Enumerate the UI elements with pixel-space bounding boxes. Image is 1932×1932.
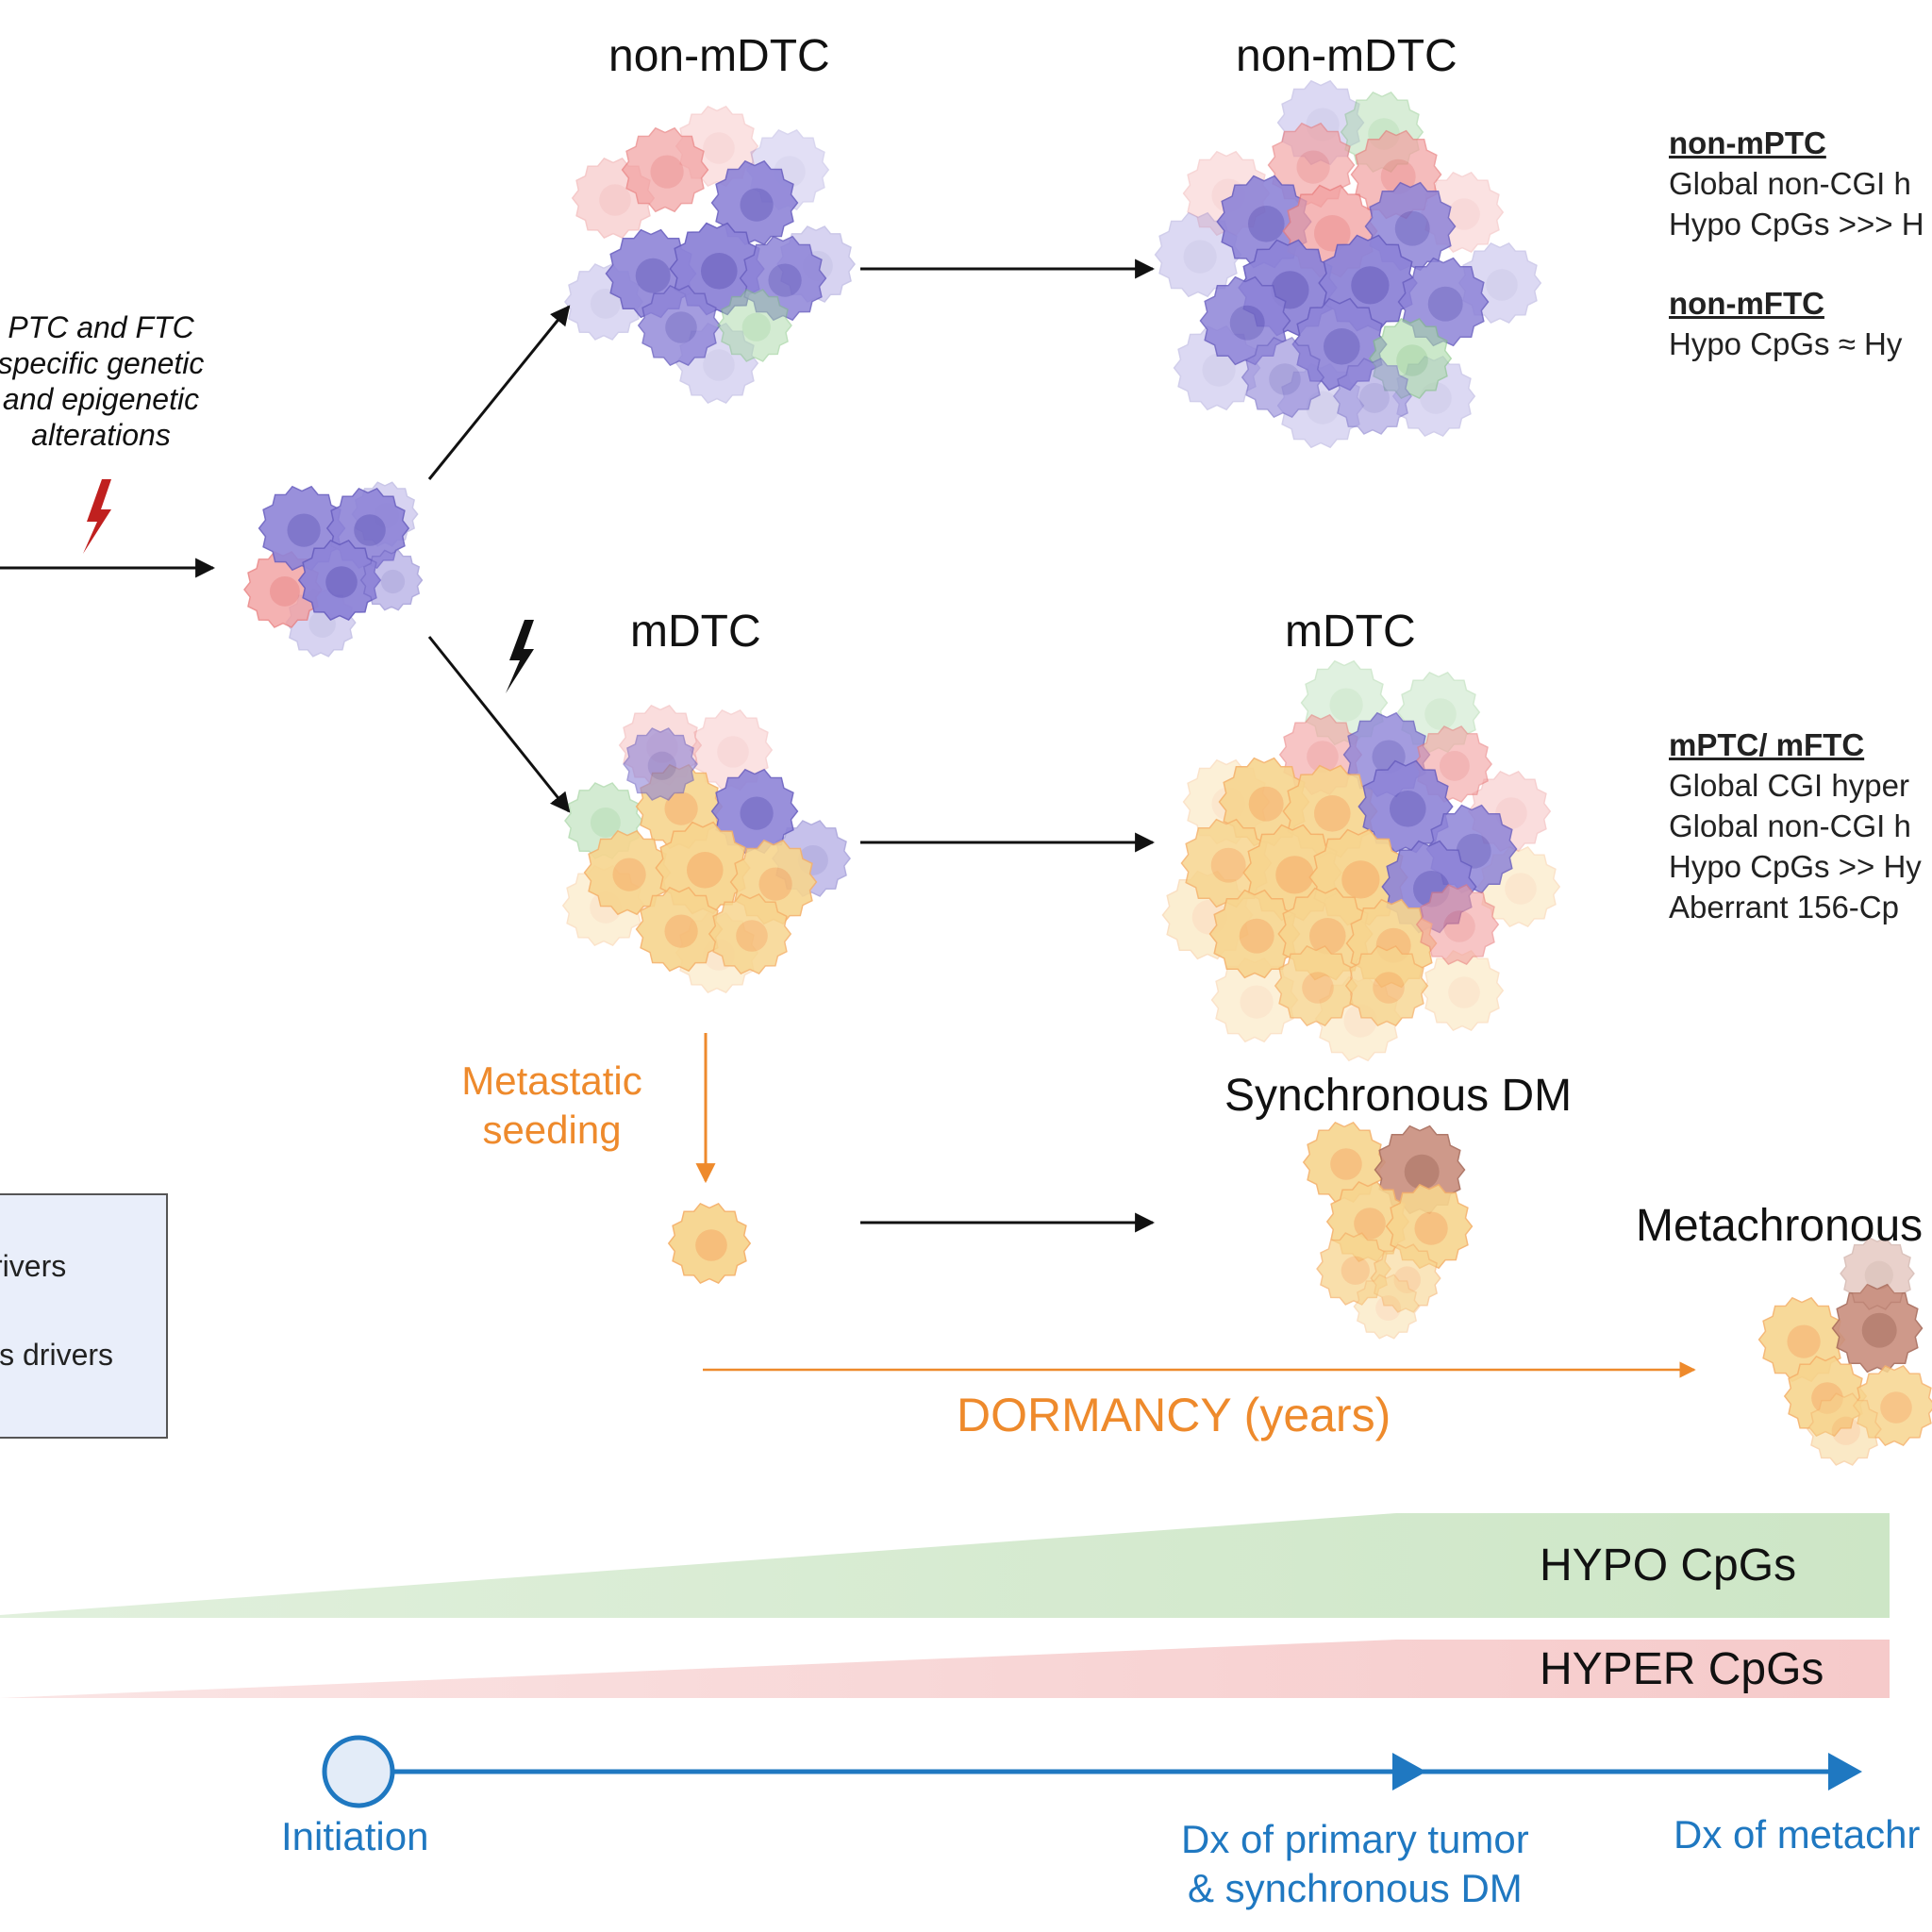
- cell: [359, 549, 424, 611]
- cell: [583, 829, 672, 916]
- label-synchronous-dm: Synchronous DM: [1224, 1071, 1573, 1121]
- cell: [710, 768, 799, 855]
- dx-primary-line-2: & synchronous DM: [1187, 1866, 1523, 1910]
- cell: [1180, 818, 1273, 908]
- metachronous-dm-cluster: [1757, 1237, 1932, 1466]
- label-non-mdtc-late: non-mDTC: [1236, 31, 1457, 81]
- alterations-line-3: and epigenetic: [2, 382, 200, 416]
- cell: [1208, 889, 1301, 979]
- cell: [623, 727, 698, 801]
- non-mdtc-late-cluster: [1154, 79, 1542, 449]
- summary-mptc-mftc-line-3: Hypo CpGs >> Hy: [1669, 849, 1922, 884]
- label-non-mdtc-early: non-mDTC: [608, 31, 830, 81]
- cell: [717, 289, 792, 362]
- lightning-bolt-red-icon: [83, 479, 111, 554]
- cell: [710, 159, 799, 246]
- dx-primary-label: Dx of primary tumor & synchronous DM: [1181, 1815, 1529, 1913]
- alterations-line-2: specific genetic: [0, 346, 205, 380]
- seeding-line-2: seeding: [482, 1108, 622, 1152]
- cell: [689, 708, 774, 791]
- cell: [297, 539, 382, 622]
- summary-non-mftc-line-1: Hypo CpGs ≈ Hy: [1669, 326, 1903, 361]
- summary-non-mptc: non-mPTC Global non-CGI h Hypo CpGs >>> …: [1669, 123, 1924, 244]
- label-mdtc-late: mDTC: [1285, 607, 1416, 657]
- summary-non-mftc-heading: non-mFTC: [1669, 286, 1824, 321]
- cell: [635, 886, 724, 973]
- summary-mptc-mftc-line-4: Aberrant 156-Cp: [1669, 890, 1899, 924]
- metastatic-seeding-label: Metastatic seeding: [453, 1057, 651, 1155]
- cell: [1333, 358, 1412, 435]
- cell: [1274, 944, 1358, 1027]
- cell: [1353, 1274, 1421, 1340]
- cell: [1210, 957, 1299, 1043]
- mdtc-early-cluster: [561, 704, 851, 994]
- dormancy-label: DORMANCY (years): [957, 1389, 1391, 1441]
- dx-metachronous-label: Dx of metachr: [1674, 1812, 1921, 1857]
- summary-mptc-mftc-line-1: Global CGI hyper: [1669, 768, 1909, 803]
- summary-non-mptc-line-1: Global non-CGI h: [1669, 166, 1911, 201]
- summary-mptc-mftc: mPTC/ mFTC Global CGI hyper Global non-C…: [1669, 724, 1922, 927]
- cell: [708, 892, 792, 975]
- synchronous-dm-cluster: [1302, 1121, 1474, 1340]
- legend-item-2: is drivers: [0, 1338, 114, 1372]
- summary-non-mptc-heading: non-mPTC: [1669, 125, 1826, 160]
- dx-metachronous-arrowhead: [1828, 1753, 1862, 1790]
- seeding-line-1: Metastatic: [461, 1058, 642, 1103]
- summary-non-mftc: non-mFTC Hypo CpGs ≈ Hy: [1669, 283, 1902, 364]
- cell: [621, 126, 709, 213]
- summary-non-mptc-line-2: Hypo CpGs >>> H: [1669, 207, 1924, 242]
- cell: [1370, 1243, 1441, 1313]
- initiation-label: Initiation: [281, 1814, 429, 1858]
- cell: [667, 1202, 752, 1285]
- cell: [1831, 1283, 1924, 1374]
- cell: [655, 821, 751, 915]
- dx-primary-arrowhead: [1392, 1753, 1426, 1790]
- cell: [1415, 883, 1500, 966]
- label-mdtc-early: mDTC: [630, 607, 761, 657]
- arrow-to-mdtc: [427, 636, 571, 813]
- cell: [1344, 944, 1429, 1027]
- non-mdtc-early-cluster: [564, 105, 856, 405]
- cell: [1316, 1232, 1391, 1306]
- cell: [1357, 759, 1454, 854]
- cell: [637, 284, 722, 367]
- cell: [1420, 949, 1505, 1032]
- cell: [1807, 1392, 1882, 1466]
- cell: [1840, 1237, 1915, 1310]
- alterations-line-4: alterations: [31, 418, 171, 452]
- legend-item-1: rivers: [0, 1249, 67, 1283]
- initial-tumor-cluster: [243, 481, 424, 658]
- dx-primary-line-1: Dx of primary tumor: [1181, 1817, 1529, 1861]
- alterations-text: PTC and FTC specific genetic and epigene…: [0, 309, 209, 453]
- cell: [1302, 1121, 1387, 1204]
- hyper-cpgs-label: HYPER CpGs: [1540, 1644, 1824, 1694]
- cell: [1241, 336, 1325, 419]
- seeded-cell: [667, 1202, 752, 1285]
- arrow-to-non-mdtc: [427, 305, 571, 480]
- summary-mptc-mftc-heading: mPTC/ mFTC: [1669, 727, 1865, 762]
- alterations-line-1: PTC and FTC: [8, 310, 194, 344]
- mdtc-late-cluster: [1161, 659, 1561, 1062]
- legend-box: rivers is drivers: [0, 1193, 168, 1439]
- label-metachronous: Metachronous: [1636, 1201, 1924, 1251]
- hyper-cpgs-gradient: [0, 1640, 1890, 1698]
- initiation-marker: [322, 1735, 395, 1808]
- hypo-cpgs-label: HYPO CpGs: [1540, 1541, 1797, 1591]
- lightning-bolt-black-icon: [506, 620, 534, 693]
- cell: [1218, 757, 1310, 847]
- summary-mptc-mftc-line-2: Global non-CGI h: [1669, 808, 1911, 843]
- hypo-cpgs-gradient: [0, 1513, 1890, 1618]
